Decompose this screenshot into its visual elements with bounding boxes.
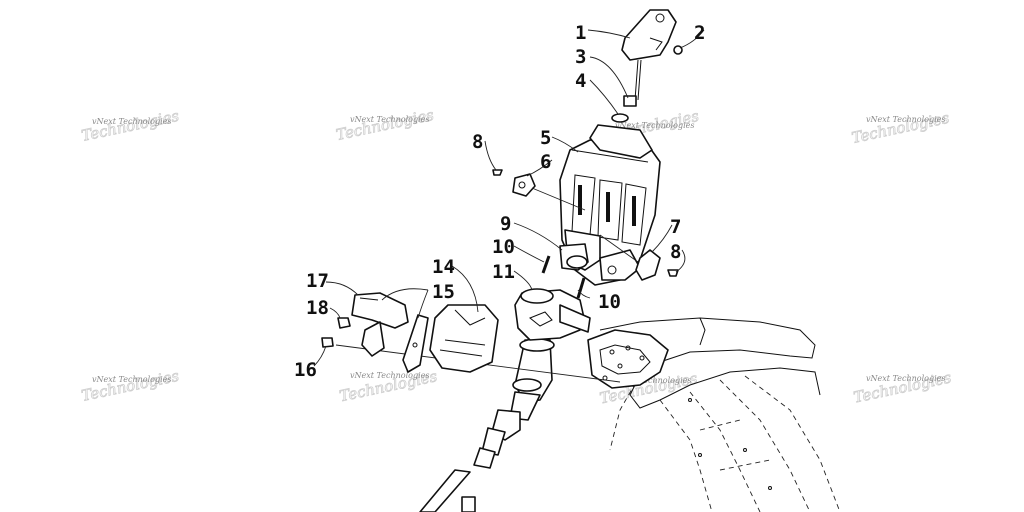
svg-text:Technologies: Technologies [80,367,181,405]
part-17-arm [361,321,385,357]
part-8-screw-right [667,269,679,277]
watermark-bottom-center: Technologies vNext Technologies [337,367,439,406]
part-18-bolt [337,317,351,329]
svg-text:Technologies: Technologies [335,106,436,144]
watermark-text: vNext Technologies [615,121,694,130]
part-10-pin-right [576,277,586,299]
watermark-top-right: Technologies vNext Technologies [850,108,952,147]
callout-11: 11 [492,261,515,283]
callout-10-left: 10 [492,236,515,258]
callout-10-right: 10 [598,291,621,313]
part-3-spacer [623,95,637,107]
watermark-text: vNext Technologies [866,115,945,124]
callout-3: 3 [575,46,586,68]
part-11-shaft-tee [514,288,591,341]
callout-2: 2 [694,22,705,44]
part-1-cap [621,9,677,101]
callout-9: 9 [500,213,511,235]
callout-1: 1 [575,22,586,44]
part-4-washer [611,113,629,123]
callout-7: 7 [670,216,681,238]
part-8-screw-left [492,169,503,176]
callout-14: 14 [432,256,455,278]
watermark-bottom-left: Technologies vNext Technologies [79,366,181,405]
part-17-bracket [351,292,409,329]
frame-section [587,317,841,512]
part-15-plate [402,314,429,373]
part-16-bolt [321,337,334,348]
callout-8-right: 8 [670,241,681,263]
callout-18: 18 [306,297,329,319]
callout-15: 15 [432,281,455,303]
watermark-bottom-right: Technologies vNext Technologies [852,368,954,407]
callout-5: 5 [540,127,551,149]
part-9-pivot [559,243,589,271]
watermark-top-left: Technologies vNext Technologies [79,106,181,145]
watermark-text: vNext Technologies [350,115,429,124]
watermark-text: vNext Technologies [612,376,691,385]
part-10-pin-left [541,255,551,274]
callouts: 1 2 3 4 5 6 7 8 9 10 11 14 15 16 17 18 8… [294,22,705,381]
callout-17: 17 [306,270,329,292]
part-14-cover [429,304,499,373]
callout-6: 6 [540,151,551,173]
watermark-text: vNext Technologies [866,374,945,383]
callout-16: 16 [294,359,317,381]
watermark-text: vNext Technologies [92,117,171,126]
watermark-top-center: Technologies vNext Technologies [334,105,436,144]
steering-shaft [335,338,621,512]
part-6-clip [512,173,586,211]
watermark-text: vNext Technologies [350,371,429,380]
callout-8-left: 8 [472,131,483,153]
part-7-clip [599,234,661,281]
leader-lines [313,29,705,367]
watermark-text: vNext Technologies [92,375,171,384]
callout-4: 4 [575,70,586,92]
